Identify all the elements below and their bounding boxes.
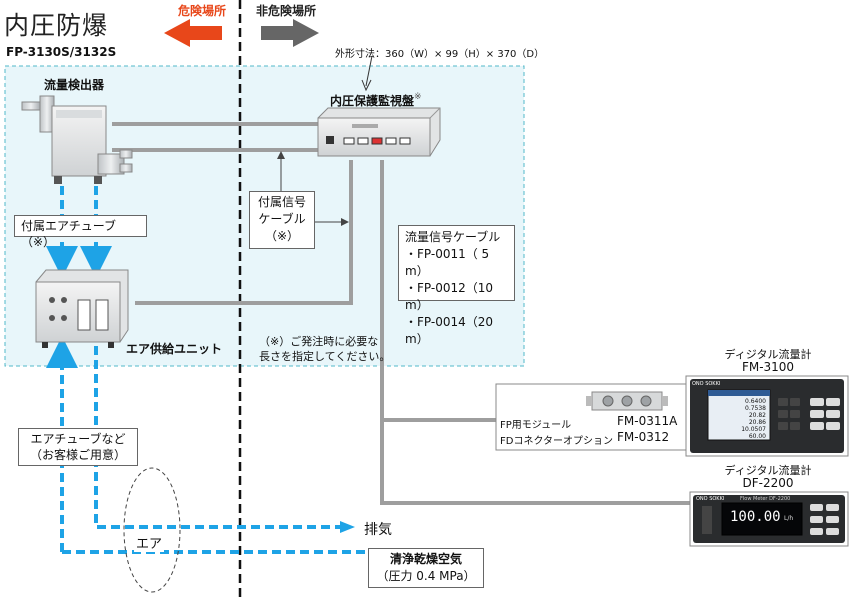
fm3100-device [685,375,849,457]
fp-module-device [495,383,687,451]
df2200-screen-title: Flow Meter DF-2200 [740,496,791,502]
hazard-arrow [164,19,222,47]
model-number: FP-3130S/3132S [6,45,117,59]
fm3100-title: ディジタル流量計 FM-3100 [724,348,812,374]
air-label: エア [134,533,165,552]
fm3100-readings: 0.6400 0.7538 20.82 20.86 10.0507 60.00 [741,398,766,440]
df2200-brand: ONO SOKKI [696,496,725,502]
air-ellipse [123,467,181,593]
df2200-device [689,491,849,547]
monitor-panel-device [317,107,441,157]
df2200-display-value: 100.00 [730,509,781,525]
order-note: （※）ご発注時に必要な 長さを指定してください。 [259,335,391,363]
fp-module-model: FM-0311A [617,414,678,428]
cables [112,122,690,505]
fm3100-brand: ONO SOKKI [692,381,721,387]
monitor-panel-label: 内圧保護監視盤※ [330,92,422,108]
customer-air-tube-box: エアチューブなど （お客様ご用意） [18,428,138,466]
flow-signal-cable-box: 流量信号ケーブル ・FP-0011（ 5 m） ・FP-0012（10 m） ・… [398,225,515,346]
fd-connector-label: FDコネクターオプション [500,436,614,447]
df2200-unit: L/h [784,515,794,522]
hazard-area-label: 危険場所 [178,4,227,18]
exhaust-label: 排気 [364,522,392,538]
nonhazard-area-label: 非危険場所 [256,4,317,18]
air-supply-unit-device [35,269,129,348]
dimensions-label: 外形寸法：360（W）× 99（H）× 370（D） [335,49,545,60]
air-supply-unit-label: エア供給ユニット [126,342,223,356]
df2200-title: ディジタル流量計 DF-2200 [724,464,812,490]
flow-detector-label: 流量検出器 [44,78,105,92]
fp-module-label: FP用モジュール [500,420,572,431]
attached-air-tube-box: 付属エアチューブ（※） [14,215,147,249]
attached-signal-cable-box: 付属信号 ケーブル （※） [249,191,315,249]
nonhazard-arrow [261,19,319,47]
clean-dry-air-box: 清浄乾燥空気 （圧力 0.4 MPa） [368,548,484,588]
page-title: 内圧防爆 [4,11,109,40]
fd-connector-model: FM-0312 [617,430,670,444]
flow-detector-device [21,95,133,184]
